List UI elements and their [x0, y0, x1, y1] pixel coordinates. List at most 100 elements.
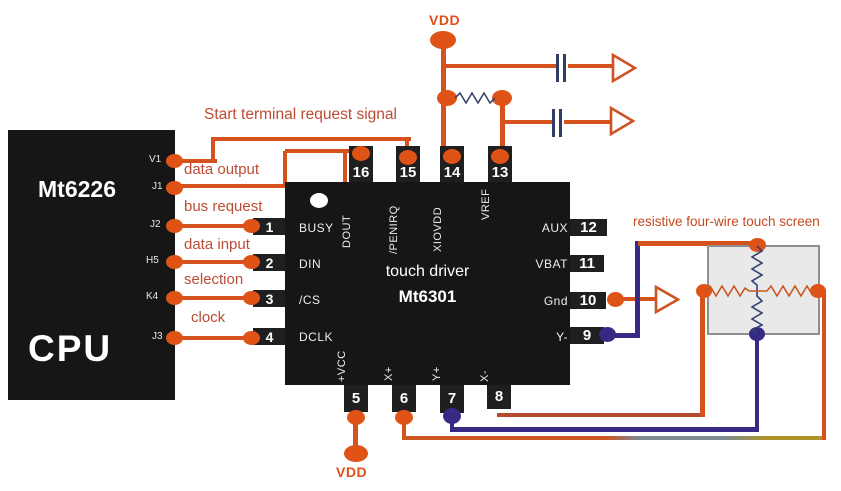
pin-name-din: DIN [299, 257, 322, 271]
capacitor-icon [552, 109, 555, 137]
pin-number-13: 13 [491, 164, 509, 181]
pin-stub-10: 10 [570, 292, 606, 309]
junction-dot [243, 219, 260, 233]
capacitor-icon [556, 54, 559, 82]
junction-dot [399, 150, 417, 165]
wire-xminus-long [497, 413, 704, 417]
pin9-cap-dot [599, 327, 616, 342]
buffer-triangle-icon [611, 52, 638, 84]
pin-name-gnd: Gnd [543, 294, 568, 308]
pin7-cap-dot [443, 408, 461, 424]
pin-number-12: 12 [580, 219, 597, 236]
pin-number-16: 16 [352, 164, 370, 181]
wire-datainput [172, 260, 258, 264]
pin-number-9: 9 [582, 327, 592, 344]
pin-number-6: 6 [399, 390, 409, 407]
label-start-request: Start terminal request signal [204, 106, 397, 123]
pin-number-15: 15 [399, 164, 417, 181]
cpu-label: CPU [28, 328, 113, 369]
junction-dot [437, 90, 457, 106]
label-touch-screen: resistive four-wire touch screen [633, 214, 820, 229]
wire-dout-seg [285, 149, 355, 153]
pin-number-4: 4 [265, 328, 274, 345]
driver-block [285, 182, 570, 385]
junction-dot [243, 331, 260, 345]
junction-dot [443, 149, 461, 164]
wire-xplus-riser [822, 291, 826, 440]
label-clock: clock [191, 309, 226, 326]
cpu-pin-k4: K4 [146, 291, 159, 302]
junction-dot [166, 255, 183, 269]
wire-selection [172, 296, 258, 300]
label-data-input: data input [184, 236, 250, 253]
wire-cap2-out [564, 120, 610, 124]
label-data-output: data output [184, 161, 260, 178]
resistor-icon [454, 91, 496, 105]
junction-dot [491, 149, 509, 164]
pin-stub-12: 12 [570, 219, 607, 236]
pin-name-cs: /CS [299, 293, 321, 307]
wire-yminus-top [638, 241, 758, 246]
label-selection: selection [184, 271, 244, 288]
driver-title: touch driver [385, 263, 470, 280]
junction-dot [166, 291, 183, 305]
wire-yplus-long [450, 427, 759, 432]
junction-dot [352, 146, 370, 161]
wire-cap1-out [568, 64, 612, 68]
wire-penirq-seg [174, 159, 217, 163]
resistor-icon [750, 245, 764, 334]
junction-dot [166, 181, 183, 195]
pin-number-14: 14 [443, 164, 461, 181]
buffer-triangle-icon [654, 284, 681, 315]
wire-gnd-buffer [608, 297, 656, 301]
pin-stub-1: 1 [253, 218, 286, 235]
wire-dout-seg [343, 149, 347, 187]
pin-name-vbat: VBAT [535, 257, 568, 271]
junction-dot [243, 291, 260, 305]
pin-stub-3: 3 [253, 290, 286, 307]
junction-dot [395, 410, 413, 425]
vdd-terminal-dot [344, 445, 368, 462]
junction-dot [607, 292, 624, 307]
cpu-block: Mt6226 CPU [8, 130, 175, 400]
wire-penirq-seg [211, 139, 215, 163]
pin-number-1: 1 [265, 218, 274, 235]
wire-yplus-riser [755, 336, 759, 431]
junction-dot [492, 90, 512, 106]
label-vdd-bottom: VDD [336, 464, 368, 480]
wire-clock [172, 336, 258, 340]
junction-dot [347, 410, 365, 425]
junction-dot [166, 154, 183, 168]
buffer-triangle-icon [609, 105, 636, 137]
label-bus-request: bus request [184, 198, 263, 215]
pin-number-5: 5 [351, 390, 361, 407]
wire-yminus-seg [602, 333, 639, 338]
junction-dot [166, 331, 183, 345]
cpu-pin-j3: J3 [152, 331, 163, 342]
wire-busrequest [172, 224, 258, 228]
capacitor-icon [559, 109, 562, 137]
wire-xminus-riser [700, 293, 705, 417]
label-vdd-top: VDD [429, 12, 461, 28]
wire-dout-seg [283, 151, 287, 184]
pin1-marker-dot [310, 193, 328, 208]
wire-dout-seg [174, 184, 353, 188]
pin-number-2: 2 [265, 254, 274, 271]
pin-stub-6: 6 [392, 385, 416, 412]
wire-xplus-long [402, 436, 826, 440]
pin-number-11: 11 [579, 255, 595, 272]
wire-cap1 [444, 64, 558, 68]
wire-cap2 [503, 120, 553, 124]
wire-vcc-vdd [353, 417, 358, 453]
pin-number-8: 8 [494, 388, 504, 405]
junction-dot [166, 219, 183, 233]
wire-vref [500, 98, 505, 158]
pin-stub-5: 5 [344, 385, 368, 412]
cpu-pin-j2: J2 [150, 219, 161, 230]
cpu-pin-h5: H5 [146, 255, 159, 266]
junction-dot [749, 238, 766, 252]
wire-penirq-seg [211, 137, 411, 141]
pin-name-busy: BUSY [299, 221, 334, 235]
pin-stub-9: 9 [570, 327, 604, 344]
